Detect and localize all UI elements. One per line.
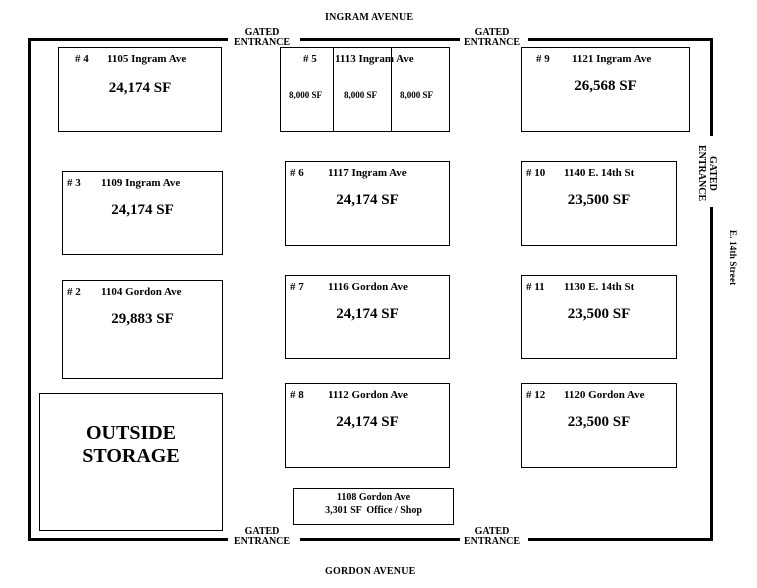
office-detail: 3,301 SF Office / Shop bbox=[325, 505, 422, 516]
building-address: 1105 Ingram Ave bbox=[107, 53, 187, 65]
building-address: 1120 Gordon Ave bbox=[564, 389, 645, 401]
gate-south-east: GATED ENTRANCE bbox=[452, 527, 532, 547]
building-9[interactable]: # 9 1121 Ingram Ave 26,568 SF bbox=[521, 47, 690, 132]
building-number: # 10 bbox=[526, 167, 546, 179]
gate-east: GATED ENTRANCE bbox=[696, 142, 718, 204]
building-square-footage: 24,174 SF bbox=[108, 80, 172, 96]
building-7[interactable]: # 7 1116 Gordon Ave 24,174 SF bbox=[285, 275, 450, 359]
building-address: 1109 Ingram Ave bbox=[101, 177, 181, 189]
fence-north-west bbox=[28, 38, 228, 41]
fence-east-south bbox=[710, 207, 713, 541]
gate-label-gated: GATED bbox=[244, 27, 280, 38]
gate-label-gated: GATED bbox=[244, 526, 280, 537]
building-square-footage: 24,174 SF bbox=[336, 414, 399, 430]
storage-label-line1: OUTSIDE bbox=[85, 422, 177, 444]
building-number: # 2 bbox=[67, 286, 81, 298]
building-address: 1104 Gordon Ave bbox=[101, 286, 182, 298]
building-number: # 3 bbox=[67, 177, 81, 189]
building-6[interactable]: # 6 1117 Ingram Ave 24,174 SF bbox=[285, 161, 450, 246]
outside-storage-area[interactable]: OUTSIDE STORAGE bbox=[39, 393, 223, 531]
street-label-east: E. 14th Street bbox=[728, 230, 738, 286]
building-number: # 4 bbox=[75, 53, 89, 65]
unit-square-footage: 8,000 SF bbox=[344, 90, 378, 100]
building-number: # 6 bbox=[290, 167, 304, 179]
building-number: # 11 bbox=[526, 281, 545, 293]
gate-south-west: GATED ENTRANCE bbox=[222, 527, 302, 547]
street-label-south: GORDON AVENUE bbox=[325, 566, 416, 577]
building-square-footage: 24,174 SF bbox=[336, 306, 399, 322]
fence-east-north bbox=[710, 38, 713, 136]
unit-square-footage: 8,000 SF bbox=[289, 90, 323, 100]
building-2[interactable]: # 2 1104 Gordon Ave 29,883 SF bbox=[62, 280, 223, 379]
building-number: # 7 bbox=[290, 281, 304, 293]
building-square-footage: 23,500 SF bbox=[567, 414, 631, 430]
street-label-north: INGRAM AVENUE bbox=[325, 12, 414, 23]
building-square-footage: 29,883 SF bbox=[111, 311, 174, 327]
office-address: 1108 Gordon Ave bbox=[336, 492, 411, 503]
gate-north-west: GATED ENTRANCE bbox=[222, 28, 302, 48]
building-address: 1112 Gordon Ave bbox=[328, 389, 408, 401]
building-12[interactable]: # 12 1120 Gordon Ave 23,500 SF bbox=[521, 383, 677, 468]
building-address: 1130 E. 14th St bbox=[564, 281, 635, 293]
building-address: 1121 Ingram Ave bbox=[572, 53, 652, 65]
building-number: # 5 bbox=[303, 53, 317, 65]
building-3[interactable]: # 3 1109 Ingram Ave 24,174 SF bbox=[62, 171, 223, 255]
unit-square-footage: 8,000 SF bbox=[400, 90, 434, 100]
fence-south-middle bbox=[300, 538, 460, 541]
unit-divider bbox=[391, 48, 392, 131]
storage-label-line2: STORAGE bbox=[82, 445, 180, 467]
fence-north-middle bbox=[300, 38, 460, 41]
building-4[interactable]: # 4 1105 Ingram Ave 24,174 SF bbox=[58, 47, 222, 132]
building-address: 1140 E. 14th St bbox=[564, 167, 635, 179]
unit-divider bbox=[333, 48, 334, 131]
gate-label-gated: GATED bbox=[707, 155, 718, 191]
building-address: 1117 Ingram Ave bbox=[328, 167, 407, 179]
gate-label-entrance: ENTRANCE bbox=[463, 536, 521, 547]
building-square-footage: 23,500 SF bbox=[567, 192, 631, 208]
gate-label-entrance: ENTRANCE bbox=[463, 37, 521, 48]
fence-south-east bbox=[528, 538, 712, 541]
storage-label: OUTSIDE STORAGE bbox=[40, 422, 222, 468]
building-number: # 12 bbox=[526, 389, 546, 401]
building-number: # 9 bbox=[536, 53, 550, 65]
building-square-footage: 24,174 SF bbox=[111, 202, 174, 218]
gate-label-entrance: ENTRANCE bbox=[696, 144, 707, 202]
building-address: 1116 Gordon Ave bbox=[328, 281, 408, 293]
building-number: # 8 bbox=[290, 389, 304, 401]
building-8[interactable]: # 8 1112 Gordon Ave 24,174 SF bbox=[285, 383, 450, 468]
building-10[interactable]: # 10 1140 E. 14th St 23,500 SF bbox=[521, 161, 677, 246]
fence-west bbox=[28, 38, 31, 541]
gate-label-gated: GATED bbox=[474, 526, 510, 537]
building-11[interactable]: # 11 1130 E. 14th St 23,500 SF bbox=[521, 275, 677, 359]
building-address: 1113 Ingram Ave bbox=[335, 53, 414, 65]
building-square-footage: 26,568 SF bbox=[574, 78, 637, 94]
building-square-footage: 23,500 SF bbox=[567, 306, 631, 322]
building-square-footage: 24,174 SF bbox=[336, 192, 399, 208]
fence-south-west bbox=[28, 538, 228, 541]
gate-label-gated: GATED bbox=[474, 27, 510, 38]
gate-label-entrance: ENTRANCE bbox=[233, 37, 291, 48]
fence-north-east bbox=[528, 38, 712, 41]
gate-label-entrance: ENTRANCE bbox=[233, 536, 291, 547]
gate-north-east: GATED ENTRANCE bbox=[452, 28, 532, 48]
office-shop-building[interactable]: 1108 Gordon Ave 3,301 SF Office / Shop bbox=[293, 488, 454, 525]
building-5[interactable]: # 5 1113 Ingram Ave 8,000 SF 8,000 SF 8,… bbox=[280, 47, 450, 132]
